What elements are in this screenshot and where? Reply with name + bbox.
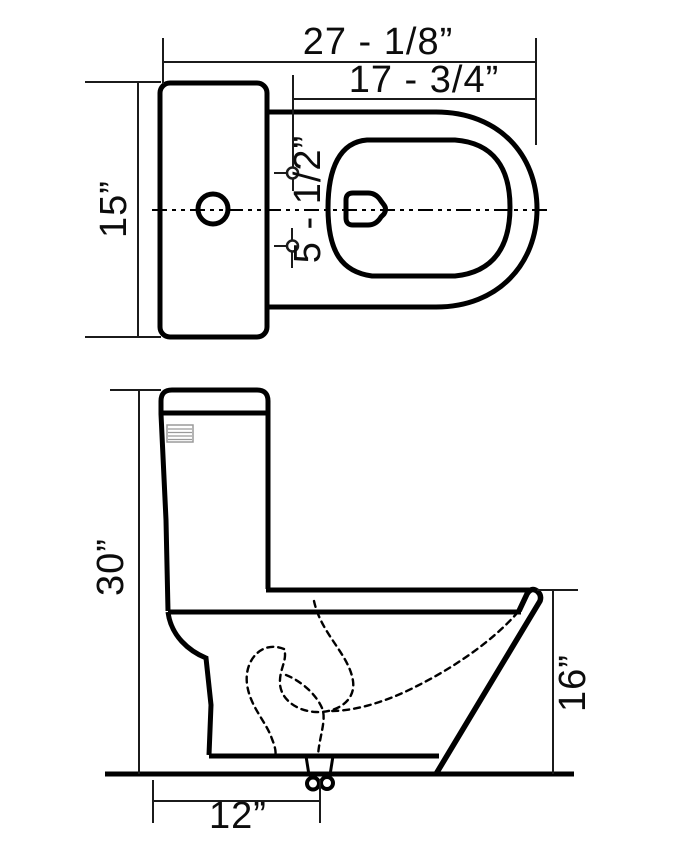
tank-outline-side xyxy=(158,387,271,612)
dim-label-bolt-spacing: 5 - 1/2” xyxy=(287,134,329,264)
seat-back-slant xyxy=(433,586,544,776)
trapway-inlet-curve xyxy=(278,599,355,714)
side-view-dimension-lines xyxy=(110,389,578,823)
dim-label-overall-length: 27 - 1/8” xyxy=(302,21,454,63)
side-view xyxy=(105,387,578,823)
dim-label-overall-height: 30” xyxy=(90,538,132,596)
dim-label-bowl-length: 17 - 3/4” xyxy=(348,59,500,101)
bolt-hole-top xyxy=(285,166,300,180)
bowl-inner-outline xyxy=(325,137,513,279)
bolt-hole-bottom xyxy=(285,239,300,253)
top-view-dimension-lines xyxy=(85,38,537,338)
top-view xyxy=(85,38,552,340)
trapway-inner-curve xyxy=(284,673,325,758)
dim-label-rim-height: 16” xyxy=(552,654,594,712)
dim-label-rough-in: 12” xyxy=(209,795,267,837)
trapway-outer-curve xyxy=(245,645,286,758)
pedestal-front-profile xyxy=(165,611,214,756)
flush-button-hatch xyxy=(166,424,194,443)
dim-label-tank-width: 15” xyxy=(93,180,135,238)
bowl-interior-sweep xyxy=(329,610,520,713)
trapway-dashed xyxy=(245,599,520,758)
